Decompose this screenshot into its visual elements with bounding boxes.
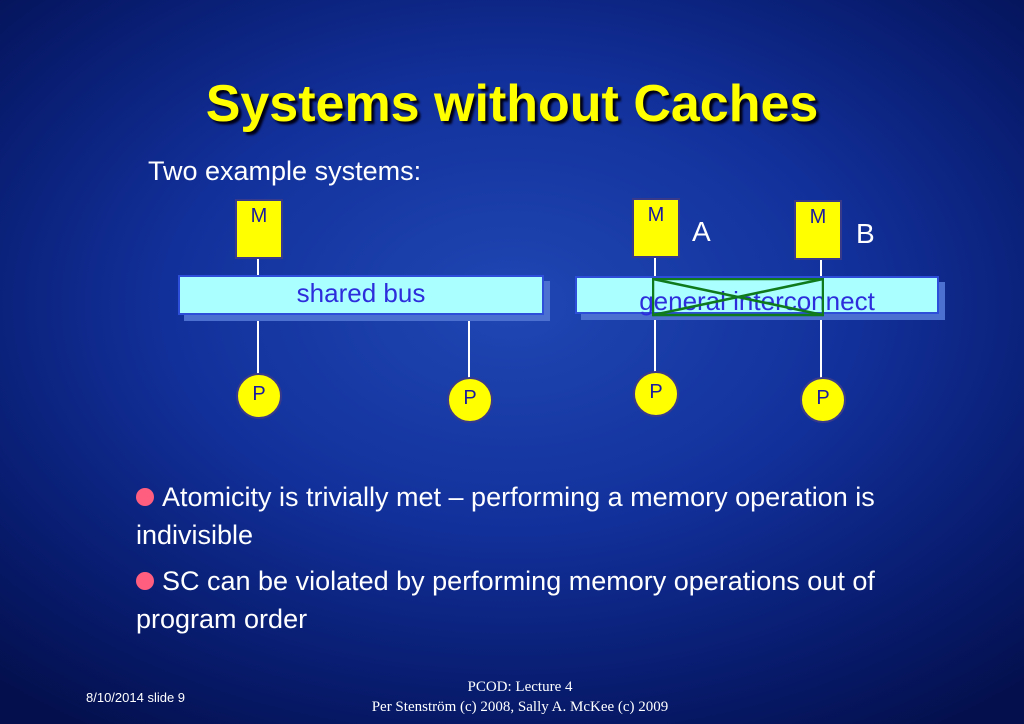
bullet-dot-icon — [136, 488, 154, 506]
bullet-text: SC can be violated by performing memory … — [136, 566, 875, 634]
memory-box-a: M — [632, 198, 680, 258]
system-label-a: A — [692, 216, 711, 247]
shared-bus-label: shared bus — [296, 278, 426, 308]
footer-lecture: PCOD: Lecture 4 — [467, 679, 573, 695]
wire-bus-processor-2 — [468, 316, 470, 380]
wire-memory-b — [820, 260, 822, 282]
wire-memory-a — [654, 258, 656, 282]
wire-bus-processor-1 — [257, 312, 259, 376]
shared-bus: shared bus — [178, 275, 544, 315]
bullet-item: SC can be violated by performing memory … — [136, 562, 896, 638]
processor-a: P — [633, 371, 679, 417]
wire-processor-a — [654, 312, 656, 374]
processor-b: P — [800, 377, 846, 423]
bullet-dot-icon — [136, 572, 154, 590]
bullet-list: Atomicity is trivially met – performing … — [136, 478, 896, 646]
memory-box-b: M — [794, 200, 842, 260]
slide-title: Systems without Caches — [205, 75, 819, 133]
slide-subtitle: Two example systems: — [148, 156, 422, 186]
wire-memory-bus — [257, 258, 259, 282]
footer-credits: PCOD: Lecture 4 Per Stenström (c) 2008, … — [310, 677, 730, 717]
system-label-b: B — [856, 218, 875, 249]
processor-shared-2: P — [447, 377, 493, 423]
crossbar-x-icon — [652, 278, 824, 317]
processor-shared-1: P — [236, 373, 282, 419]
wire-processor-b — [820, 316, 822, 378]
memory-box-shared: M — [235, 199, 283, 259]
footer-date-slide: 8/10/2014 slide 9 — [86, 690, 186, 705]
bullet-text: Atomicity is trivially met – performing … — [136, 482, 875, 550]
footer-copyright: Per Stenström (c) 2008, Sally A. McKee (… — [371, 699, 669, 715]
bullet-item: Atomicity is trivially met – performing … — [136, 478, 896, 554]
